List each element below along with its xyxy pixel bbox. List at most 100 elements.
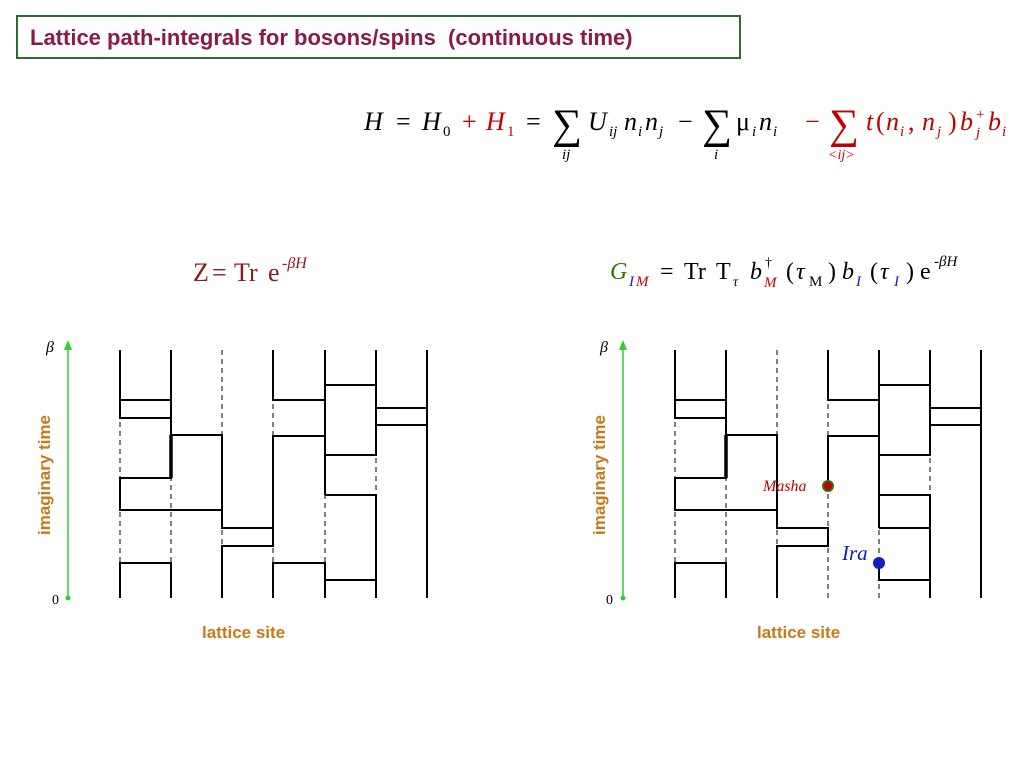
- ira-label: Ira: [841, 541, 868, 565]
- hamiltonian-equation: H = H 0 + H 1 = ∑ ij U ij n i n j − ∑ i …: [363, 102, 1006, 163]
- gf-tauM-sub: M: [809, 274, 822, 290]
- sum2-symbol: ∑: [702, 102, 732, 148]
- eq-lparen: (: [876, 107, 885, 136]
- gf-tauI-sub: I: [893, 274, 900, 290]
- left-worldline-a: [170, 418, 274, 598]
- left-worldline-g: [324, 407, 428, 456]
- left-worldline-d: [272, 350, 326, 546]
- gf-exponent: -βH: [934, 254, 958, 270]
- left-worldline-e: [272, 562, 326, 598]
- gf-bI: b: [842, 259, 854, 285]
- right-x-axis-label: lattice site: [757, 623, 840, 642]
- left-exchange-loop-top: [119, 350, 172, 419]
- pf-equals: =: [212, 258, 227, 287]
- eq-U: U: [588, 107, 609, 136]
- eq-b2: b: [988, 107, 1001, 136]
- eq-mu: μ: [736, 107, 750, 136]
- eq-b2-sub: i: [1002, 124, 1006, 140]
- eq-t: t: [866, 107, 874, 136]
- right-axis-arrowhead: [619, 340, 627, 350]
- sum1-symbol: ∑: [552, 102, 582, 148]
- left-worldlines: [119, 350, 428, 598]
- eq-n4: n: [886, 107, 899, 136]
- gf-G-sub-M: M: [635, 274, 650, 290]
- gf-bM-sub: M: [763, 275, 778, 291]
- gf-tauM: τ: [796, 259, 806, 285]
- eq-rparen: ): [948, 107, 957, 136]
- right-worldline-d-to-masha: [827, 350, 880, 486]
- left-worldline-c2: [171, 509, 223, 528]
- eq-H1: H: [485, 107, 506, 136]
- gf-rparen1: ): [828, 259, 836, 285]
- right-axis-origin-dot: [620, 595, 626, 601]
- pf-e: e: [268, 258, 280, 287]
- left-worldline-c: [119, 435, 172, 511]
- right-worldline-c2: [726, 509, 778, 528]
- left-axis-origin-dot: [65, 595, 71, 601]
- eq-H0-sub: 0: [443, 124, 451, 140]
- eq-H: H: [363, 107, 384, 136]
- gf-T: T: [716, 259, 731, 285]
- gf-bI-sub: I: [855, 274, 862, 290]
- eq-n1-sub: i: [638, 124, 642, 140]
- sum2-sub: i: [714, 147, 718, 163]
- eq-b1: b: [960, 107, 973, 136]
- eq-equals1: =: [396, 107, 411, 136]
- right-worldline-a: [725, 418, 829, 598]
- right-worldline-b: [674, 562, 727, 598]
- left-worldline-b: [119, 562, 172, 598]
- left-worldline-f: [324, 350, 377, 386]
- eq-plus: +: [462, 107, 477, 136]
- eq-n4-sub: i: [900, 124, 904, 140]
- gf-equals: =: [660, 259, 674, 285]
- eq-U-sub: ij: [609, 124, 617, 140]
- right-exchange-loop-top: [674, 350, 727, 419]
- eq-minus2: −: [805, 107, 820, 136]
- gf-e: e: [920, 259, 931, 285]
- gf-lparen2: (: [870, 259, 878, 285]
- eq-mu-sub: i: [752, 124, 756, 140]
- eq-b1-sup: +: [976, 107, 984, 123]
- gf-bM: b: [750, 259, 762, 285]
- right-worldline-g: [878, 407, 982, 456]
- slide-title: Lattice path-integrals for bosons/spins …: [30, 25, 633, 50]
- eq-H0: H: [421, 107, 442, 136]
- right-worldline-from-ira: [878, 563, 931, 598]
- eq-b1-sub: j: [974, 125, 980, 141]
- left-worldline-i: [324, 494, 377, 581]
- right-beta-tick: β: [599, 339, 608, 356]
- sum3-sub: <ij>: [828, 148, 855, 163]
- title-box: Lattice path-integrals for bosons/spins …: [16, 15, 741, 59]
- pf-tr: Tr: [234, 258, 258, 287]
- green-function: G I M = Tr T τ b † M ( τ M ) b I ( τ I )…: [610, 254, 958, 291]
- sum1-sub: ij: [562, 147, 570, 163]
- gf-lparen1: (: [786, 259, 794, 285]
- eq-n2-sub: j: [657, 124, 663, 140]
- masha-marker: [822, 480, 834, 492]
- left-axis-arrowhead: [64, 340, 72, 350]
- eq-n5: n: [922, 107, 935, 136]
- eq-H1-sub: 1: [507, 124, 515, 140]
- eq-n3-sub: i: [773, 124, 777, 140]
- partition-function: Z = Tr e -βH: [193, 255, 308, 287]
- left-y-axis-label: imaginary time: [35, 415, 54, 535]
- gf-bM-sup: †: [765, 256, 772, 271]
- gf-rparen2: ): [906, 259, 914, 285]
- eq-n1: n: [624, 107, 637, 136]
- right-worldline-c: [674, 435, 727, 511]
- right-worldlines: [674, 350, 982, 598]
- gf-tr: Tr: [684, 259, 706, 285]
- left-beta-tick: β: [45, 339, 54, 356]
- eq-equals2: =: [526, 107, 541, 136]
- masha-label: Masha: [762, 478, 807, 495]
- pf-Z: Z: [193, 258, 209, 287]
- eq-n3: n: [759, 107, 772, 136]
- right-y-axis-label: imaginary time: [590, 415, 609, 535]
- eq-comma: ,: [908, 107, 915, 136]
- left-worldline-diagram: β 0 imaginary time lattice site: [35, 339, 428, 642]
- eq-n2: n: [645, 107, 658, 136]
- gf-T-sub: τ: [733, 275, 739, 290]
- eq-minus1: −: [678, 107, 693, 136]
- pf-exponent: -βH: [282, 255, 308, 272]
